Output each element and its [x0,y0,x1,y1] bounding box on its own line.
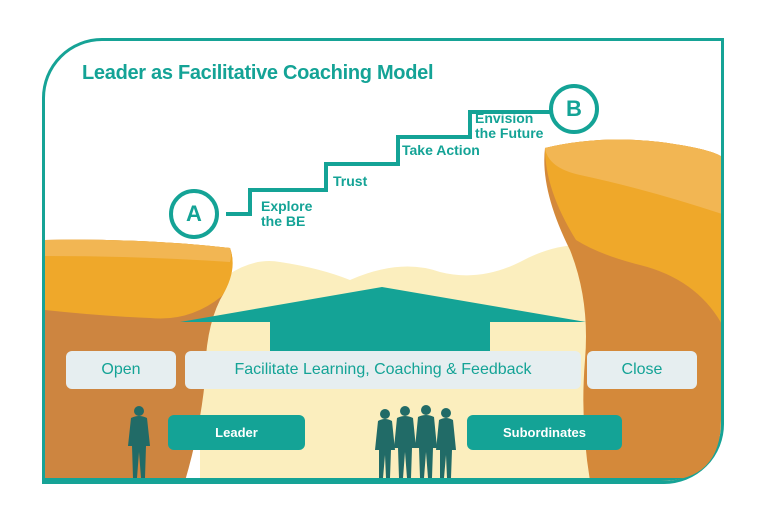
leader-silhouette [128,406,150,478]
open-pill: Open [66,351,176,389]
subordinates-tag: Subordinates [467,415,622,450]
step-take-action: Take Action [402,142,480,158]
page-title: Leader as Facilitative Coaching Model [82,62,434,84]
step-label-line: the Future [475,125,544,141]
close-pill: Close [587,351,697,389]
staircase-path [226,110,550,216]
point-b-circle: B [549,84,599,134]
point-a-circle: A [169,189,219,239]
step-label-line: the BE [261,213,306,229]
step-label-line: Envision [475,110,534,126]
step-trust: Trust [333,173,368,189]
facilitate-pill: Facilitate Learning, Coaching & Feedback [185,351,581,389]
subordinates-silhouettes [375,405,456,478]
step-envision-the-future: Envision the Future [475,111,543,141]
step-label-line: Explore [261,198,313,214]
bridge-roof-arrow [180,287,586,352]
leader-tag: Leader [168,415,305,450]
step-explore-the-be: Explore the BE [261,199,312,229]
